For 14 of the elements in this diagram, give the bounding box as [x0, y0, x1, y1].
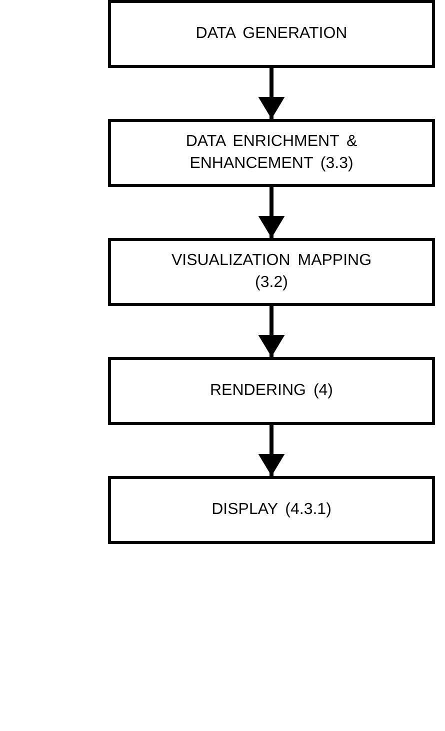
- process-box: [108, 0, 435, 68]
- box-label: DATA GENERATION: [196, 24, 348, 44]
- box-label: RENDERING (4): [210, 381, 333, 401]
- arrow: [258, 68, 285, 119]
- box-label: DATA ENRICHMENT & ENHANCEMENT (3.3): [184, 132, 358, 174]
- process-box: [108, 119, 435, 187]
- box-label: DISPLAY (4.3.1): [212, 500, 332, 520]
- arrow: [258, 425, 285, 476]
- arrow: [258, 306, 285, 357]
- box-label: VISUALIZATION MAPPING (3.2): [170, 251, 373, 293]
- process-box: [108, 238, 435, 306]
- process-box: [108, 476, 435, 544]
- arrow: [258, 187, 285, 238]
- process-box: [108, 357, 435, 425]
